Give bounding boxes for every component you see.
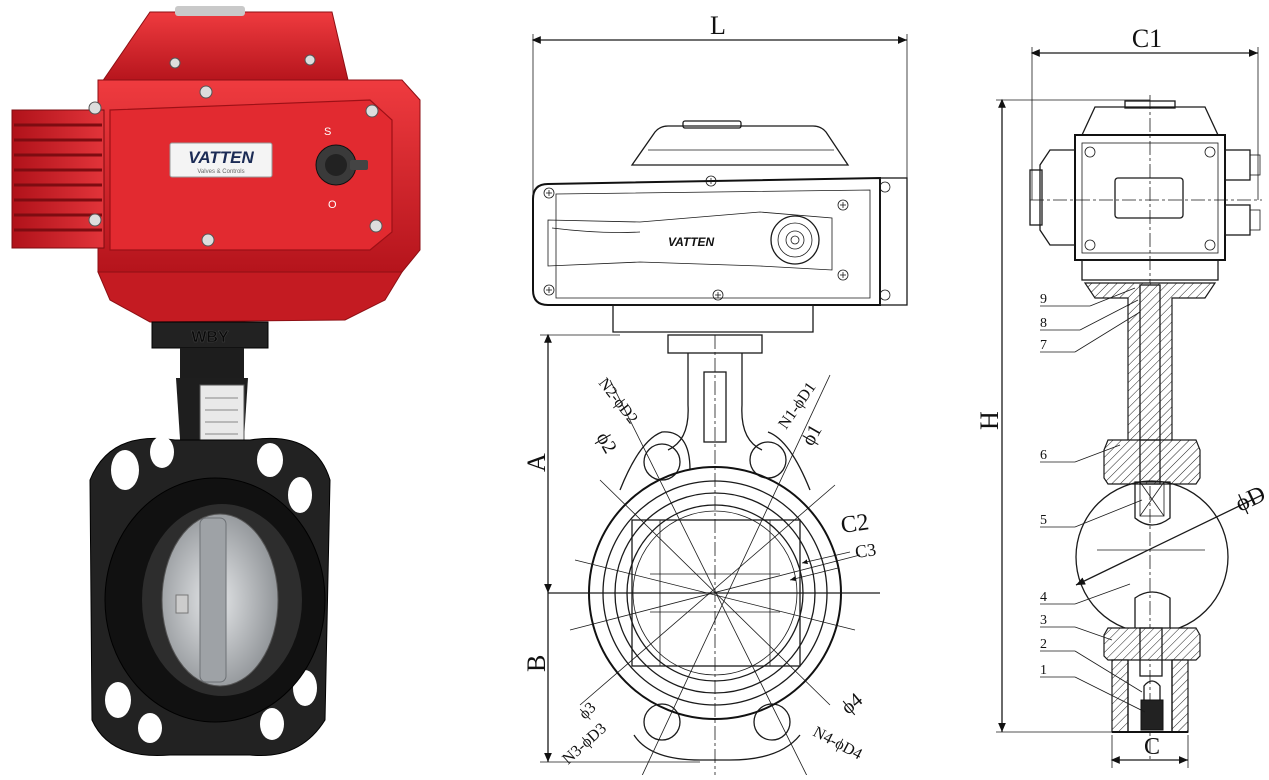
- neck-mark: WBY: [191, 329, 229, 346]
- part-label-9: 9: [1040, 292, 1047, 307]
- lug-hole: [150, 436, 174, 468]
- part-label-8: 8: [1040, 316, 1047, 331]
- actuator-top-outline: [630, 125, 850, 166]
- dim-label-a: A: [522, 453, 551, 472]
- lug-hole: [260, 708, 284, 740]
- bolt-hole-upper-left: [643, 443, 681, 481]
- dim-label-phid: ϕD: [1232, 481, 1269, 517]
- lug-hole: [288, 477, 312, 513]
- part-label-1: 1: [1040, 663, 1047, 678]
- label-n4-d4: N4-ϕD4: [810, 724, 865, 764]
- label-c2: C2: [839, 509, 870, 539]
- dim-label-c1: C1: [1132, 24, 1162, 53]
- bolt-hole-lower-left: [643, 703, 681, 741]
- manual-knob-outline: [770, 215, 820, 265]
- dim-label-h: H: [975, 411, 1004, 430]
- lug-hole: [111, 450, 139, 490]
- front-view-drawing: L VATTEN: [522, 11, 908, 780]
- part-label-3: 3: [1040, 613, 1047, 628]
- cooling-fins: [11, 109, 105, 249]
- dim-label-l: L: [710, 11, 726, 40]
- brand-logo: VATTEN: [188, 148, 254, 167]
- label-phi4: ϕ4: [837, 689, 867, 719]
- actuator-body-outline: [532, 176, 881, 306]
- manual-override-knob: S O: [315, 126, 368, 211]
- lug-hole: [138, 713, 162, 743]
- lug-hole: [257, 443, 283, 477]
- label-phi1: ϕ1: [797, 421, 826, 450]
- bolt-hole-lower-right: [753, 703, 791, 741]
- part-callouts: 9 8 7 6 5 4 3 2 1: [1040, 287, 1146, 713]
- dim-label-c: C: [1144, 734, 1160, 760]
- knob-mark-o: O: [328, 199, 337, 211]
- part-label-6: 6: [1040, 448, 1047, 463]
- valve-neck: WBY: [151, 321, 269, 500]
- part-label-5: 5: [1040, 513, 1047, 528]
- front-brand-logo: VATTEN: [668, 235, 715, 249]
- dim-label-b: B: [522, 655, 551, 672]
- top-indicator: [175, 6, 245, 16]
- label-n2-d2: N2-ϕD2: [595, 375, 641, 427]
- neck-section: [1083, 282, 1217, 451]
- mounting-base: [612, 304, 814, 333]
- bottom-plug: [1140, 699, 1164, 731]
- label-c3: C3: [854, 539, 878, 562]
- part-label-2: 2: [1040, 637, 1047, 652]
- label-phi3: ϕ3: [576, 699, 600, 723]
- side-view-drawing: C1 H: [975, 24, 1269, 768]
- part-label-4: 4: [1040, 590, 1047, 605]
- label-phi2: ϕ2: [592, 429, 621, 458]
- valve-body: [89, 436, 331, 757]
- product-photo: VATTEN Valves & Controls S O WBY: [11, 6, 421, 757]
- disc-section: [1075, 480, 1229, 634]
- brand-plate: VATTEN Valves & Controls: [169, 142, 273, 178]
- dim-line-phid: [1075, 494, 1263, 586]
- part-label-7: 7: [1040, 338, 1047, 353]
- brand-tagline: Valves & Controls: [197, 169, 244, 175]
- label-n3-d3: N3-ϕD3: [559, 720, 610, 768]
- lug-hole: [105, 682, 131, 718]
- knob-mark-s: S: [324, 126, 331, 138]
